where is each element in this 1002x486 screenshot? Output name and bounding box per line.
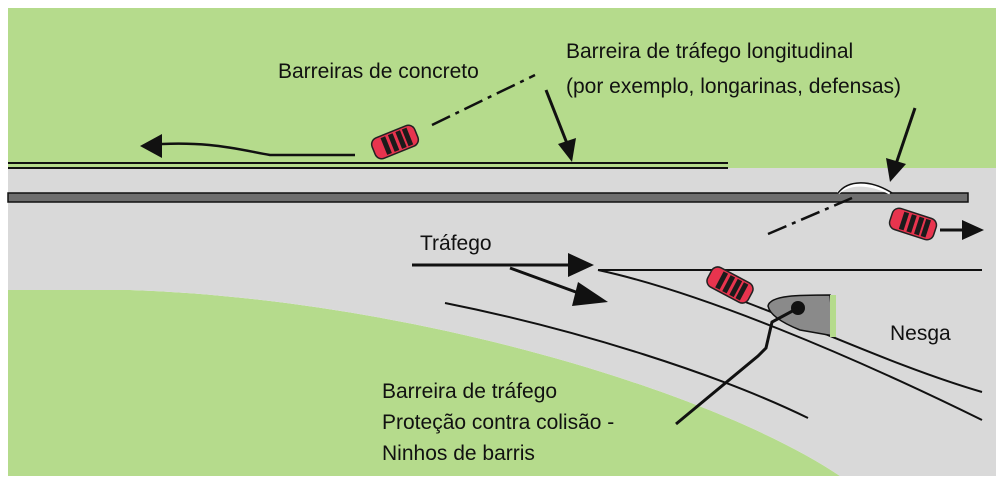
label-crash-cushion-1: Barreira de tráfego: [382, 380, 558, 403]
label-concrete-barriers: Barreiras de concreto: [278, 60, 479, 83]
label-traffic: Tráfego: [420, 232, 492, 255]
median-barrier: [7, 192, 969, 203]
road-surface: [8, 168, 996, 476]
label-longitudinal-barrier: Barreira de tráfego longitudinal: [566, 40, 854, 63]
label-crash-cushion-2: Proteção contra colisão -: [382, 411, 615, 434]
label-crash-cushion-3: Ninhos de barris: [382, 442, 535, 465]
top-grass: [8, 8, 996, 168]
label-longitudinal-examples: (por exemplo, longarinas, defensas): [566, 75, 902, 98]
label-gore: Nesga: [890, 322, 951, 345]
bottom-grass: [8, 290, 840, 476]
